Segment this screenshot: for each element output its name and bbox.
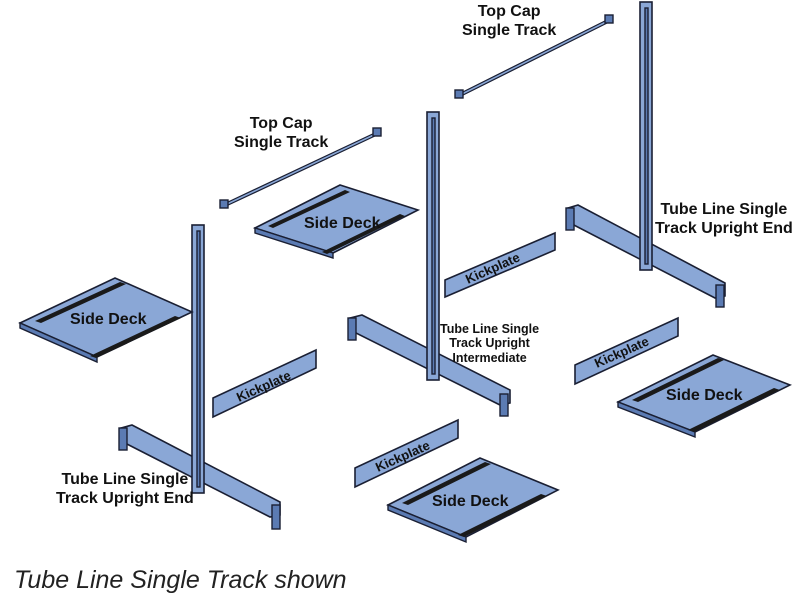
side-deck-left: Side Deck (18, 277, 194, 364)
diagram-caption: Tube Line Single Track shown (14, 566, 347, 594)
upright-end-label-right: Tube Line Single Track Upright End (655, 201, 793, 238)
kickplate-label: Kickplate (373, 438, 432, 475)
upright-end-left (118, 224, 281, 530)
kickplate-top: Kickplate (444, 231, 556, 299)
top-cap-rod-middle (219, 127, 382, 209)
side-deck-label: Side Deck (666, 387, 743, 404)
side-deck-bottom: Side Deck (386, 457, 560, 544)
upright-intermediate-label: Tube Line Single Track Upright Intermedi… (440, 322, 540, 365)
top-cap-rod-upper (454, 14, 614, 99)
side-deck-label: Side Deck (432, 493, 509, 510)
kickplate-label: Kickplate (234, 368, 293, 405)
top-cap-label-upper: Top Cap Single Track (462, 3, 557, 40)
side-deck-label: Side Deck (70, 311, 147, 328)
kickplate-right: Kickplate (574, 316, 679, 386)
upright-end-right (565, 1, 726, 308)
side-deck-label: Side Deck (304, 215, 381, 232)
upright-end-label-left: Tube Line Single Track Upright End (56, 471, 194, 508)
upright-intermediate (347, 111, 511, 417)
side-deck-top-middle: Side Deck (252, 184, 421, 259)
top-cap-label-middle: Top Cap Single Track (234, 115, 329, 152)
side-deck-right: Side Deck (616, 354, 792, 439)
kickplate-middle-left: Kickplate (212, 348, 317, 419)
